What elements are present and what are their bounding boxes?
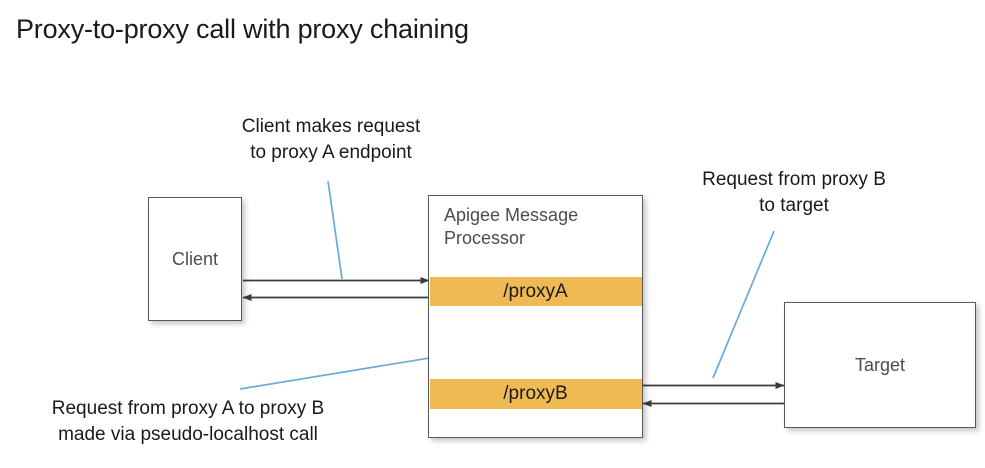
proxy-band-proxyb[interactable]: /proxyB xyxy=(429,379,642,409)
annotation-client-request: Client makes request to proxy A endpoint xyxy=(241,116,421,163)
proxy-band-proxya[interactable]: /proxyA xyxy=(429,277,642,306)
annotation-target-request: Request from proxy B to target xyxy=(702,169,886,216)
client-label: Client xyxy=(171,248,219,269)
page-title: Proxy-to-proxy call with proxy chaining xyxy=(16,14,469,44)
annotation-proxy-chain: Request from proxy A to proxy B made via… xyxy=(51,398,325,445)
target-box xyxy=(784,302,976,428)
target-label: Target xyxy=(854,354,906,375)
message-processor-label: Apigee Message Processor xyxy=(444,205,579,249)
leader-line-target-request xyxy=(712,230,775,379)
leader-line-client-request xyxy=(327,180,343,280)
client-box xyxy=(148,197,242,321)
